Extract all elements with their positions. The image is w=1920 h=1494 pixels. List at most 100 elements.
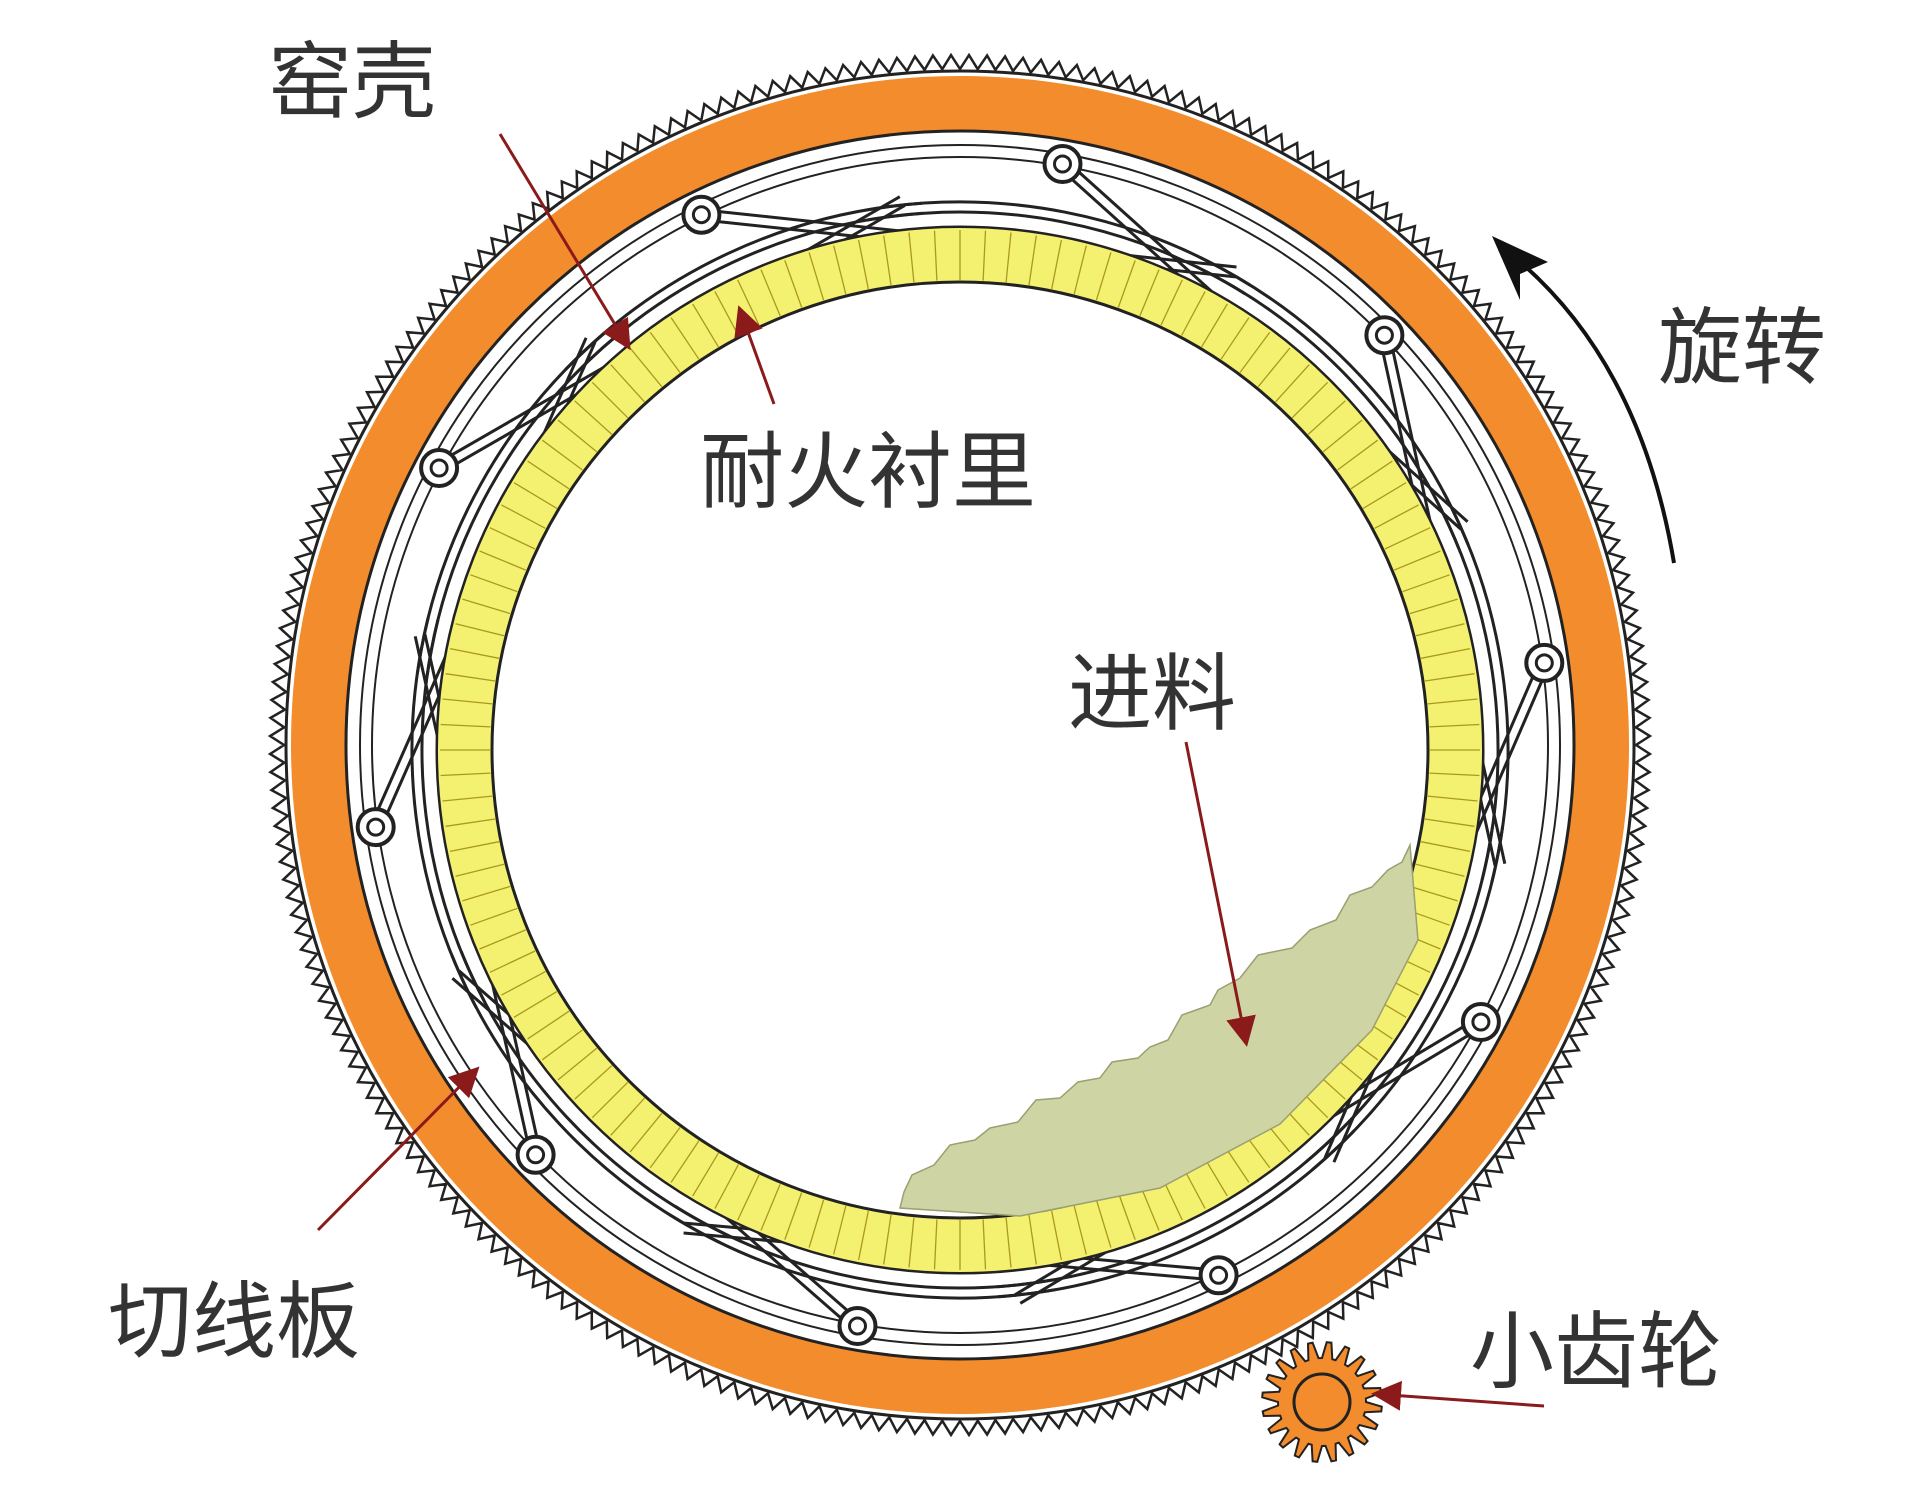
brick-joint: [440, 723, 491, 728]
brick-joint: [489, 527, 536, 550]
brick-joint: [1429, 723, 1480, 728]
brick-joint: [1291, 381, 1329, 419]
brick-joint: [808, 252, 825, 301]
brick-joint: [1051, 1210, 1063, 1261]
brick-joint: [1307, 400, 1346, 435]
brick-joint: [1073, 245, 1087, 295]
pin-joint: [366, 817, 386, 837]
brick-joint: [513, 991, 558, 1018]
brick-joint: [442, 698, 493, 705]
kiln-shell-pointer: [498, 133, 631, 351]
brick-joint: [1350, 460, 1393, 490]
brick-joint: [442, 795, 493, 802]
brick-joint: [982, 1219, 987, 1270]
feed-pointer: [1184, 741, 1256, 1047]
label-tangential-plate: 切线板: [108, 1273, 361, 1371]
label-feed-material: 进料: [1068, 645, 1237, 743]
brick-joint: [449, 647, 500, 659]
brick-joint: [1420, 841, 1471, 853]
kiln-shell-outline: [284, 69, 1636, 1421]
label-rotation: 旋转: [1658, 299, 1827, 397]
brick-joint: [933, 230, 938, 281]
brick-joint: [455, 623, 505, 637]
brick-joint: [462, 598, 511, 615]
brick-joint: [1073, 1205, 1087, 1255]
plate-pointer: [316, 1066, 480, 1232]
brick-joint: [1427, 698, 1478, 705]
brick-joint: [513, 482, 558, 509]
brick-joint: [1393, 550, 1441, 571]
brick-joint: [1201, 303, 1228, 348]
pin-joint: [691, 205, 711, 225]
guide-ring-inner: [371, 156, 1549, 1334]
pinion-pointer: [1371, 1380, 1545, 1411]
brick-joint: [1275, 364, 1310, 403]
brick-joint: [737, 1174, 760, 1221]
brick-joint: [784, 260, 803, 308]
brick-joint: [489, 950, 536, 973]
brick-joint: [1374, 504, 1419, 529]
pin-joint: [1374, 325, 1394, 345]
brick-joint: [1322, 419, 1363, 453]
lining-pointer: [734, 305, 776, 405]
brick-joint: [649, 331, 681, 373]
brick-joint: [857, 1210, 869, 1261]
brick-joint: [629, 347, 663, 388]
brick-joint: [557, 419, 598, 453]
brick-joint: [692, 303, 719, 348]
brick-joint: [541, 1029, 583, 1061]
brick-joint: [1181, 291, 1206, 336]
pinion-gear-icon: [1261, 1341, 1383, 1463]
brick-joint: [501, 971, 546, 996]
brick-joint: [833, 1205, 847, 1255]
brick-joint: [692, 1152, 719, 1197]
brick-joint: [1117, 1192, 1136, 1240]
rotation-arrow-head-icon: [1492, 236, 1548, 300]
brick-joint: [1139, 269, 1160, 317]
brick-joint: [591, 381, 629, 419]
brick-joint: [883, 235, 892, 286]
brick-joint: [1362, 482, 1407, 509]
brick-joint: [527, 460, 570, 490]
label-pinion: 小齿轮: [1470, 1303, 1723, 1401]
brick-joint: [760, 1183, 781, 1231]
brick-joint: [610, 364, 645, 403]
brick-joint: [557, 1047, 598, 1081]
label-kiln-shell: 窑壳: [268, 33, 437, 131]
pin-joint: [1209, 1265, 1229, 1285]
pin-joint: [1471, 1012, 1491, 1032]
brick-joint: [714, 1164, 739, 1209]
brick-joint: [1420, 647, 1471, 659]
pin-joint: [429, 458, 449, 478]
brick-joint: [445, 818, 496, 827]
feed-material: [899, 842, 1419, 1217]
brick-joint: [445, 673, 496, 682]
brick-joint: [1005, 1217, 1012, 1268]
brick-joint: [670, 1140, 700, 1183]
brick-joint: [670, 317, 700, 360]
brick-joint: [1160, 279, 1183, 326]
brick-joint: [857, 239, 869, 290]
brick-joint: [440, 772, 491, 777]
brick-joint: [1005, 232, 1012, 283]
tangential-plates: [410, 200, 1510, 1300]
brick-joint: [1402, 574, 1450, 593]
brick-joint: [1427, 795, 1478, 802]
brick-joint: [479, 929, 527, 950]
brick-joint: [449, 841, 500, 853]
brick-joint: [1239, 331, 1271, 373]
pin-joint: [1053, 154, 1072, 174]
guide-ring-outer: [359, 144, 1561, 1346]
brick-joint: [591, 1081, 629, 1119]
brick-joint: [527, 1010, 570, 1040]
brick-joint: [1257, 347, 1291, 388]
brick-joint: [1429, 772, 1480, 777]
brick-joint: [470, 907, 518, 926]
brick-joint: [1415, 623, 1465, 637]
brick-joint: [1095, 252, 1112, 301]
brick-joint: [1409, 598, 1458, 615]
brick-joint: [1095, 1199, 1112, 1248]
brick-joint: [470, 574, 518, 593]
brick-joint: [908, 232, 915, 283]
